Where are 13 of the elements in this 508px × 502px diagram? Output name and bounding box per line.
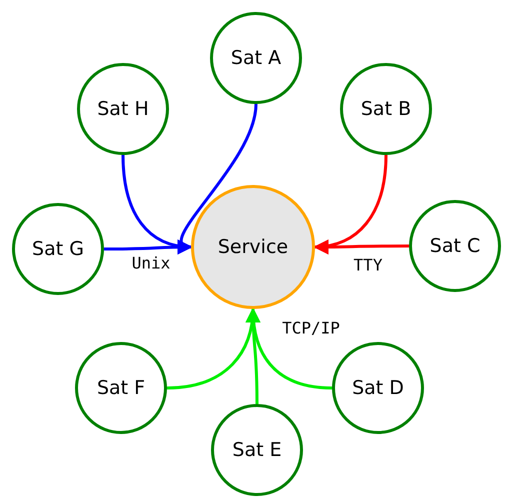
node-label: Sat A: [230, 47, 282, 69]
node-label: Sat B: [360, 98, 412, 120]
node-label: Sat F: [96, 377, 146, 399]
arrow: [314, 239, 409, 254]
node-label: Sat H: [97, 98, 149, 120]
node-label: Sat G: [32, 238, 84, 260]
node-label: Sat C: [430, 235, 480, 257]
arrow: [246, 308, 261, 404]
arrow: [104, 240, 192, 255]
node-label: Sat D: [352, 377, 404, 399]
node-label: Sat E: [232, 439, 282, 461]
node-label: Service: [218, 236, 288, 258]
edge-label: TCP/IP: [281, 318, 341, 338]
